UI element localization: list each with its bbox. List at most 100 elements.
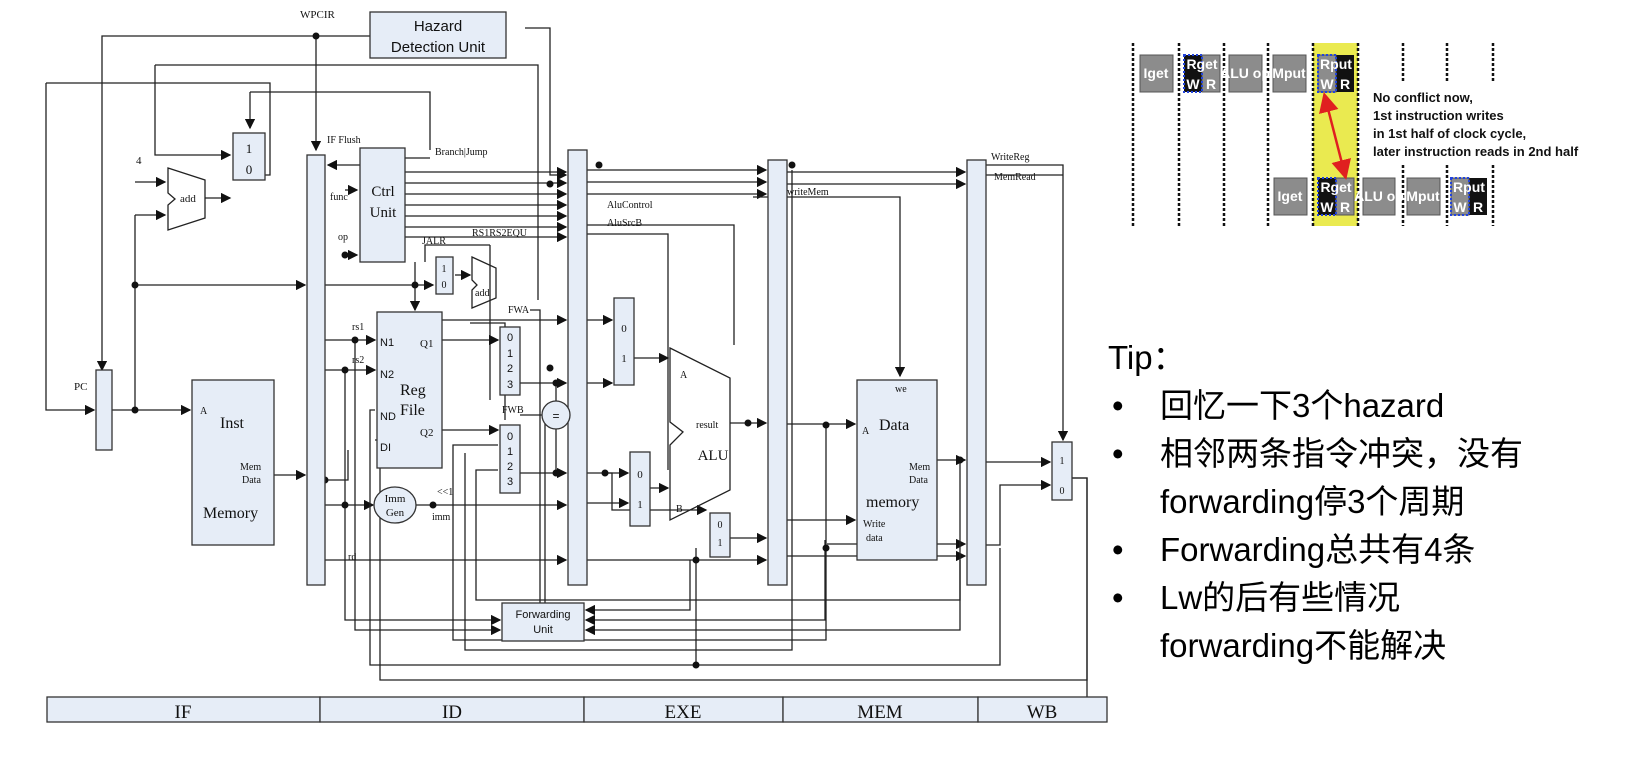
pc-mux: 1 0 [232,132,266,181]
conflict-arrow [1319,92,1351,180]
alu: A B result ALU [669,346,731,522]
svg-text:we: we [895,384,907,395]
svg-text:R: R [1340,199,1350,215]
svg-text:Gen: Gen [386,507,405,519]
svg-text:Rput: Rput [1453,179,1485,195]
svg-text:3: 3 [507,379,513,391]
svg-text:0: 0 [507,332,513,344]
if-id-register [306,154,326,586]
id-ex-register [567,149,588,586]
alu-a-mux: 0 1 [613,297,635,386]
pipeline-timing-figure: Iget Rget W R ALU op Mput Rput W R Iget … [1131,43,1579,226]
svg-text:Branch|Jump: Branch|Jump [435,147,488,158]
svg-text:2: 2 [507,461,513,473]
branch-adder: add [471,255,497,309]
svg-text:1: 1 [507,348,513,360]
svg-text:IF Flush: IF Flush [327,135,361,146]
svg-text:RS1RS2EQU: RS1RS2EQU [472,228,528,239]
svg-text:op: op [338,232,348,243]
svg-text:add: add [180,193,196,205]
svg-text:A: A [862,426,870,437]
svg-text:R: R [1206,76,1216,92]
svg-text:AluControl: AluControl [607,200,653,211]
svg-text:0: 0 [246,162,253,177]
svg-text:ALU op: ALU op [1354,188,1404,204]
svg-text:Inst: Inst [220,415,245,432]
svg-text:rs1: rs1 [352,322,364,333]
control-unit: Ctrl Unit [359,147,406,263]
forward-a-mux: 0 1 2 3 [499,326,521,396]
svg-text:WriteReg: WriteReg [991,152,1029,163]
label-four: 4 [136,155,142,167]
svg-text:Unit: Unit [533,624,553,636]
svg-text:memory: memory [866,494,919,511]
svg-text:func: func [330,192,348,203]
svg-text:0: 0 [637,469,643,481]
svg-text:Unit: Unit [370,205,398,221]
svg-text:0: 0 [1060,486,1065,497]
svg-text:1: 1 [1060,456,1065,467]
svg-text:Rget: Rget [1320,179,1351,195]
imm-gen: Imm Gen [373,486,417,524]
svg-text:data: data [866,533,883,544]
store-data-mux: 0 1 [709,512,731,558]
svg-text:rd: rd [348,552,356,563]
stage-mem: MEM [857,702,903,723]
svg-text:Imm: Imm [385,493,406,505]
svg-text:W: W [1453,199,1467,215]
svg-text:FWA: FWA [508,305,530,316]
program-counter: PC [74,369,113,451]
svg-text:Forwarding: Forwarding [515,609,570,621]
svg-text:JALR: JALR [422,236,446,247]
stage-bar: IF ID EXE MEM WB [46,696,1108,723]
alu-b-mux: 0 1 [629,451,651,527]
pc-adder: add [167,167,206,231]
svg-text:<<1: <<1 [437,487,453,498]
svg-text:ALU op: ALU op [1220,65,1270,81]
svg-text:W: W [1186,76,1200,92]
svg-text:writeMem: writeMem [787,187,829,198]
svg-text:1: 1 [621,353,627,365]
svg-text:B: B [676,504,683,515]
svg-text:3: 3 [507,476,513,488]
svg-text:PC: PC [74,381,87,393]
stage-if: IF [175,702,192,723]
svg-text:ALU: ALU [698,448,729,464]
equality-comparator: = [541,400,571,430]
svg-text:2: 2 [507,363,513,375]
svg-text:1: 1 [637,499,643,511]
svg-text:Rget: Rget [1186,56,1217,72]
forwarding-unit: Forwarding Unit [501,602,585,642]
svg-text:add: add [475,288,489,299]
instruction-memory: A Inst Mem Data Memory [191,379,275,546]
note-line: No conflict now, [1373,90,1473,105]
svg-text:ND: ND [380,411,396,423]
svg-text:Memory: Memory [203,505,258,522]
forward-b-mux: 0 1 2 3 [499,424,521,494]
svg-text:Q1: Q1 [420,338,433,350]
svg-text:Iget: Iget [1144,65,1169,81]
register-file: N1 N2 ND DI Q1 Q2 Reg File [376,311,443,469]
note-line: later instruction reads in 2nd half [1373,144,1579,159]
svg-text:W: W [1320,199,1334,215]
svg-text:result: result [696,420,718,431]
stage-wb: WB [1027,702,1058,723]
data-memory: we A Data Mem Data memory Write data [856,379,938,561]
svg-text:FWB: FWB [502,405,524,416]
svg-text:Mput: Mput [1406,188,1440,204]
svg-text:R: R [1473,199,1483,215]
svg-text:Data: Data [909,475,928,486]
tips-title: Tip： [1108,339,1186,376]
tip-item: •Lw的后有些情况forwarding不能解决 [1112,579,1447,664]
tip-item: •Forwarding总共有4条 [1112,531,1476,568]
hazard-detection-unit: Hazard Detection Unit [369,11,507,59]
svg-text:N2: N2 [380,369,394,381]
svg-text:1: 1 [246,141,253,156]
svg-text:Write: Write [863,519,886,530]
stage-exe: EXE [665,702,702,723]
writeback-mux: 1 0 [1051,441,1073,501]
svg-text:Q2: Q2 [420,427,433,439]
svg-text:W: W [1320,76,1334,92]
stage-id: ID [442,702,462,723]
